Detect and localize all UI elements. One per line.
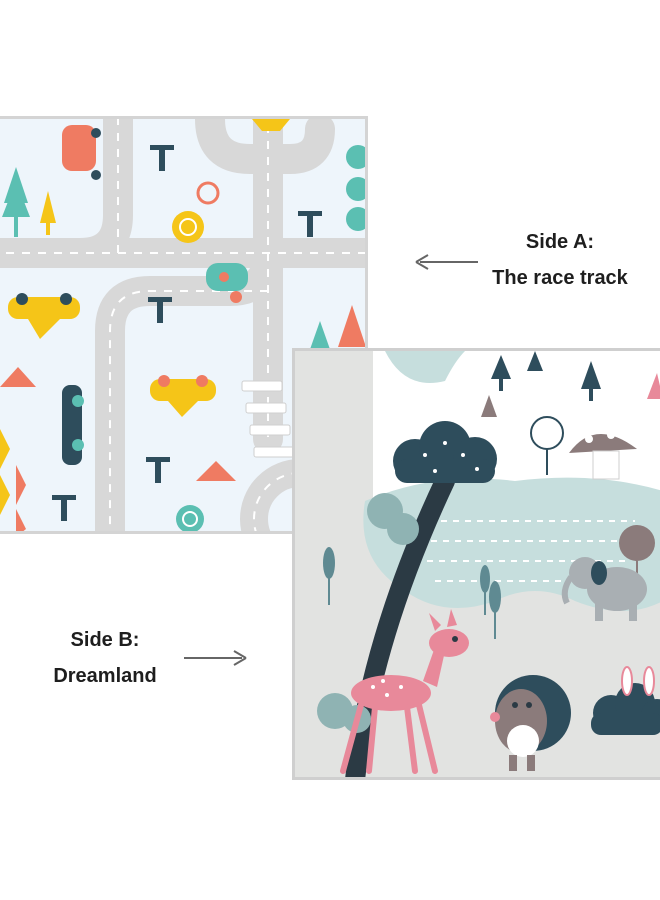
tree-trunk: [345, 471, 455, 777]
side-b-dreamland-illustration: [292, 348, 660, 780]
car-yellow-2: [150, 375, 216, 417]
pine-trees: [491, 351, 601, 401]
side-b-label: Side B:: [70, 629, 140, 651]
crosswalk: [241, 380, 295, 458]
side-a-caption: Side A: The race track: [470, 224, 650, 296]
left-triangles: [0, 429, 10, 515]
side-a-title: The race track: [492, 267, 628, 289]
side-bushes: [346, 145, 365, 231]
arrow-left-icon: [415, 254, 478, 270]
mushroom-house: [569, 431, 637, 480]
car-yellow-1: [8, 293, 80, 339]
side-a-label: Side A:: [525, 231, 595, 253]
dreamland-graphic: [317, 351, 660, 777]
elephant: [561, 557, 647, 621]
hedgehog: [490, 675, 571, 771]
arrow-right-icon: [184, 650, 247, 666]
rabbit-ears: [621, 666, 655, 696]
side-b-title: Dreamland: [53, 665, 157, 687]
right-bush: [591, 683, 660, 735]
thin-trees: [323, 547, 501, 639]
lollipops: [172, 181, 220, 531]
trees: [2, 167, 365, 355]
car-navy: [62, 385, 84, 465]
side-b-caption: Side B: Dreamland: [30, 622, 180, 694]
t-signs: [52, 145, 322, 521]
car-red: [62, 125, 101, 180]
car-teal: [206, 263, 248, 303]
round-trees: [530, 416, 655, 599]
tree-canopy: [393, 421, 497, 483]
deer: [340, 609, 469, 774]
sun: [252, 119, 290, 131]
